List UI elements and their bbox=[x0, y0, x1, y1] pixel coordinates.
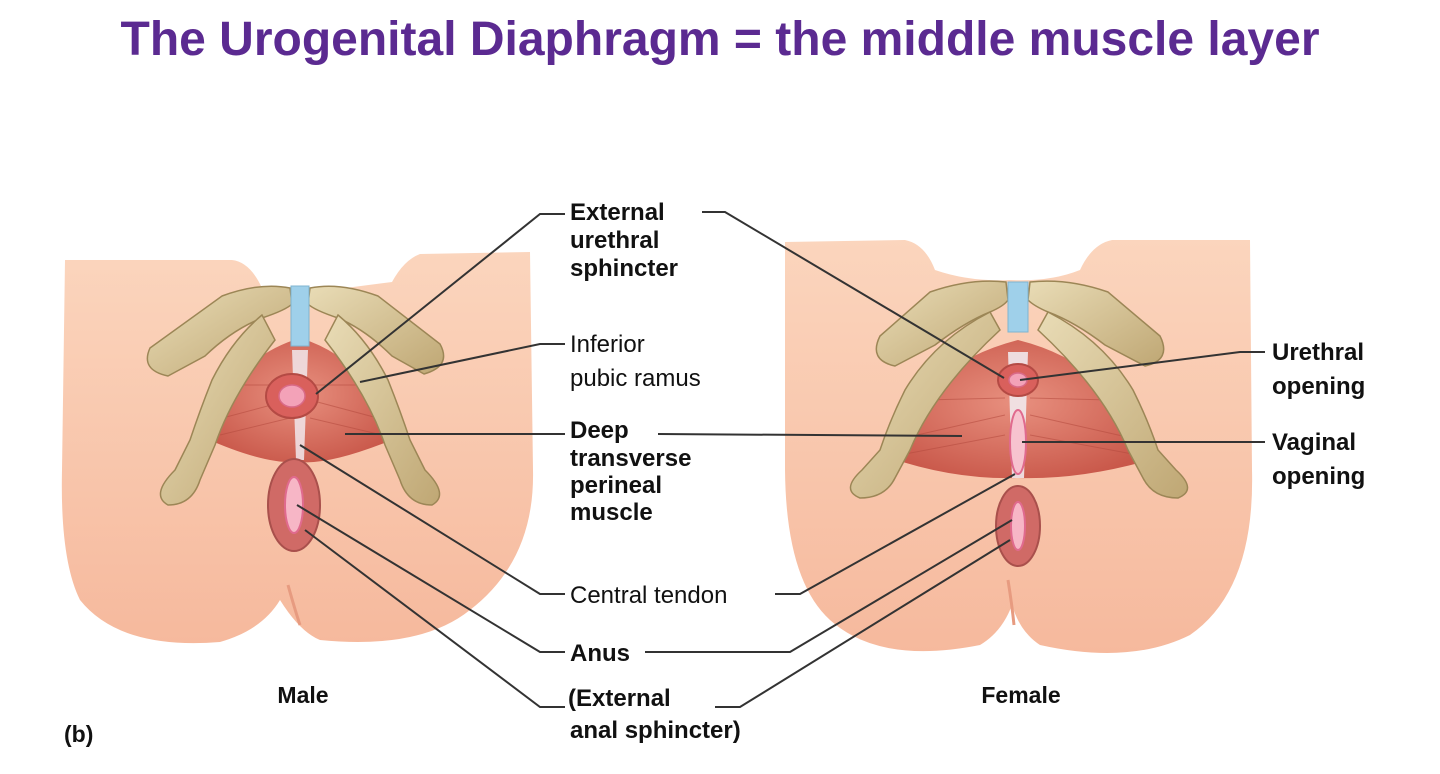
label-central-tendon: Central tendon bbox=[570, 582, 727, 609]
label-external-urethral-sphincter: External urethral sphincter bbox=[570, 199, 678, 282]
label-anus: Anus bbox=[570, 640, 630, 667]
label-deep-transverse-line-3: perineal bbox=[570, 472, 662, 499]
female-right-pubic-arch bbox=[1027, 280, 1165, 367]
caption-female: Female bbox=[981, 682, 1060, 708]
label-deep-transverse-line-2: transverse bbox=[570, 445, 691, 472]
male-right-pubic-arch bbox=[307, 285, 445, 375]
leader-anus-male bbox=[296, 504, 565, 653]
female-left-inferior-pubic-ramus bbox=[849, 311, 1001, 499]
female-right-inferior-pubic-ramus bbox=[1037, 311, 1189, 499]
leader-external-anal-sphincter-male bbox=[304, 529, 565, 708]
male-pubic-symphysis bbox=[290, 285, 310, 347]
label-deep-transverse-line-1: Deep bbox=[570, 417, 629, 444]
label-vaginal-opening-line-2: opening bbox=[1272, 463, 1365, 490]
label-external-urethral-sphincter-line-2: urethral bbox=[570, 227, 659, 254]
female-pubic-symphysis bbox=[1007, 281, 1029, 333]
panel-label: (b) bbox=[64, 721, 93, 747]
label-urethral-opening-line-1: Urethral bbox=[1272, 339, 1364, 366]
female-left-pubic-arch bbox=[875, 280, 1009, 367]
female-anus bbox=[1010, 501, 1026, 551]
leader-deep-transverse-female bbox=[657, 433, 963, 437]
leader-external-urethral-sphincter-female bbox=[702, 211, 1005, 379]
label-external-urethral-sphincter-line-1: External bbox=[570, 199, 665, 226]
leader-external-anal-sphincter-female bbox=[715, 539, 1011, 708]
leader-urethral-opening bbox=[1019, 351, 1265, 381]
female-pelvic-bones bbox=[849, 280, 1189, 499]
male-anus bbox=[284, 476, 304, 534]
leader-inferior-pubic-ramus bbox=[359, 343, 565, 383]
label-external-anal-sphincter: (External anal sphincter) bbox=[568, 685, 741, 744]
leader-anus-female bbox=[645, 519, 1013, 653]
label-inferior-pubic-ramus-line-2: pubic ramus bbox=[570, 365, 701, 392]
label-external-anal-sphincter-line-2: anal sphincter) bbox=[570, 717, 741, 744]
male-urethral-opening bbox=[278, 384, 306, 408]
male-left-pubic-arch bbox=[146, 285, 293, 377]
leader-lines bbox=[296, 211, 1265, 708]
label-external-anal-sphincter-line-1: (External bbox=[568, 685, 671, 712]
leader-external-urethral-sphincter-male bbox=[315, 213, 565, 395]
label-inferior-pubic-ramus-line-1: Inferior bbox=[570, 331, 645, 358]
male-buttock-crease bbox=[286, 584, 302, 626]
label-urethral-opening-line-2: opening bbox=[1272, 373, 1365, 400]
label-external-urethral-sphincter-line-3: sphincter bbox=[570, 255, 678, 282]
male-panel bbox=[61, 252, 534, 644]
label-deep-transverse-line-4: muscle bbox=[570, 499, 653, 526]
leader-central-tendon-female bbox=[775, 473, 1016, 595]
label-urethral-opening: Urethral opening bbox=[1272, 339, 1371, 400]
label-inferior-pubic-ramus: Inferior pubic ramus bbox=[570, 331, 701, 392]
leader-central-tendon-male bbox=[299, 444, 565, 595]
female-panel bbox=[785, 240, 1253, 653]
label-vaginal-opening: Vaginal opening bbox=[1272, 429, 1365, 490]
label-deep-transverse-perineal-muscle: Deep transverse perineal muscle bbox=[570, 417, 698, 526]
female-buttock-crease bbox=[1006, 579, 1016, 626]
male-left-inferior-pubic-ramus bbox=[159, 313, 276, 506]
page-title: The Urogenital Diaphragm = the middle mu… bbox=[120, 13, 1320, 66]
label-vaginal-opening-line-1: Vaginal bbox=[1272, 429, 1356, 456]
caption-male: Male bbox=[277, 682, 328, 708]
